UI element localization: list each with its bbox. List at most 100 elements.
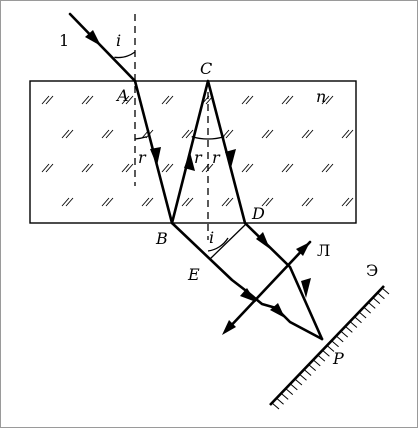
lens-arrow-top (296, 242, 310, 256)
screen-hatch-tick (349, 321, 358, 328)
hatch-stroke (341, 197, 350, 207)
hatch-stroke (221, 197, 230, 207)
label-point-p: P (332, 349, 344, 368)
lens-arrow-bottom (222, 320, 236, 335)
hatch-stroke (205, 163, 214, 173)
hatch-stroke (181, 197, 190, 207)
hatch-stroke (241, 95, 250, 105)
hatch-stroke (225, 129, 234, 139)
incident-ray (68, 12, 137, 83)
hatch-stroke (345, 129, 354, 139)
arrow-e-lens (240, 288, 256, 302)
hatch-stroke (165, 95, 174, 105)
label-angle-i-top: i (116, 31, 121, 50)
lens-axis (224, 240, 312, 333)
hatch-stroke (85, 95, 94, 105)
hatch-stroke (185, 129, 194, 139)
hatch-stroke (105, 129, 114, 139)
screen-hatch-tick (290, 383, 298, 391)
screen-hatch-tick (377, 292, 385, 300)
hatch-stroke (41, 95, 50, 105)
angle-arc-r-left (134, 136, 147, 140)
screen-hatch-tick (335, 335, 344, 343)
hatch-stroke (265, 197, 274, 207)
hatch-stroke (45, 163, 54, 173)
ray-arrowheads (85, 30, 311, 318)
hatch-stroke (301, 197, 310, 207)
label-angle-r-left: r (138, 148, 147, 167)
hatch-stroke (145, 197, 154, 207)
label-angle-i-bottom: i (209, 228, 214, 247)
hatch-stroke (85, 163, 94, 173)
hatch-stroke (105, 197, 114, 207)
screen-hatch-tick (285, 388, 294, 396)
label-screen: Э (366, 261, 378, 280)
hatch-stroke (121, 163, 130, 173)
arrow-a-b (150, 147, 161, 166)
arrow-lens-p-upper (301, 278, 311, 298)
label-ray-1: 1 (59, 31, 69, 50)
label-refractive-index: n (316, 87, 326, 106)
angle-arc-r-center (191, 135, 225, 140)
screen-hatch-tick (331, 340, 339, 348)
screen-hatch-tick (358, 311, 367, 319)
hatch-stroke (325, 95, 334, 105)
hatch-stroke (281, 95, 290, 105)
ray-from-b (170, 221, 324, 341)
screen-hatch-tick (276, 397, 284, 405)
screen-hatch-tick (363, 306, 371, 314)
screen-hatch-tick (340, 330, 349, 338)
lens (222, 240, 312, 335)
hatch-stroke (141, 197, 150, 207)
arrow-b-c (184, 152, 195, 171)
hatch-stroke (285, 95, 294, 105)
label-angle-r-center-right: r (212, 148, 221, 167)
label-lens: Л (317, 241, 330, 260)
hatch-stroke (185, 197, 194, 207)
hatch-stroke (45, 95, 54, 105)
hatch-stroke (261, 197, 270, 207)
hatch-stroke (225, 197, 234, 207)
screen-hatch-tick (299, 373, 307, 381)
hatch-stroke (81, 95, 90, 105)
hatch-stroke (325, 163, 334, 173)
label-angle-r-center-left: r (194, 148, 203, 167)
hatch-stroke (165, 163, 174, 173)
hatch-stroke (305, 129, 314, 139)
angle-arc-i-top (114, 51, 136, 59)
screen-hatching (271, 287, 390, 410)
screen-hatch-tick (354, 316, 362, 324)
arrow-d-lens (256, 232, 270, 249)
screen-hatch-tick (317, 354, 326, 362)
screen-hatch-tick (271, 402, 280, 410)
hatch-stroke (125, 163, 134, 173)
arrow-incident (85, 30, 101, 46)
ray-from-d (243, 221, 324, 341)
hatch-stroke (301, 129, 310, 139)
hatch-stroke (41, 163, 50, 173)
arrow-c-d (225, 149, 236, 168)
hatch-stroke (265, 129, 274, 139)
screen-hatch-tick (322, 349, 330, 357)
hatch-stroke (125, 95, 134, 105)
hatch-stroke (245, 95, 254, 105)
hatch-stroke (341, 129, 350, 139)
screen-hatch-tick (372, 297, 381, 304)
hatch-stroke (65, 197, 74, 207)
hatch-stroke (161, 163, 170, 173)
hatch-stroke (101, 197, 110, 207)
hatch-stroke (345, 197, 354, 207)
screen-hatch-tick (345, 325, 353, 333)
hatch-stroke (281, 163, 290, 173)
hatch-stroke (81, 163, 90, 173)
hatch-stroke (61, 129, 70, 139)
screen-hatch-tick (294, 378, 303, 386)
arrow-lens-p-lower (270, 303, 285, 318)
hatch-stroke (285, 163, 294, 173)
hatch-stroke (121, 95, 130, 105)
label-point-b: B (155, 229, 168, 248)
hatch-stroke (241, 163, 250, 173)
hatch-stroke (161, 95, 170, 105)
hatch-stroke (101, 129, 110, 139)
